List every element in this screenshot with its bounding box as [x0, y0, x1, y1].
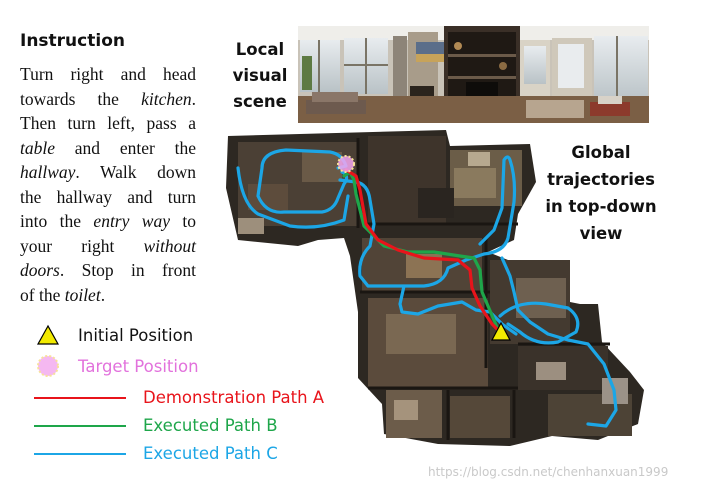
watermark: https://blog.csdn.net/chenhanxuan1999 [428, 465, 669, 479]
local-scene-label-line: visual [232, 66, 288, 85]
legend-symbols [34, 324, 126, 455]
legend-path-a-label: Demonstration Path A [143, 388, 325, 407]
local-scene-label: Local visual scene [226, 37, 294, 115]
legend-target-icon [37, 355, 59, 377]
legend: Initial Position Target Position Demonst… [30, 322, 350, 470]
instruction-line: Turn right and head [20, 64, 196, 84]
instruction-line: the hallway and turn [20, 186, 196, 207]
legend-initial-icon [36, 324, 60, 345]
top-down-map [226, 130, 644, 446]
initial-position-marker [491, 321, 511, 341]
executed-path-b [342, 170, 500, 332]
global-trajectories-label: Global trajectories in top-down view [537, 139, 665, 247]
instruction-line: doors. Stop in front [20, 260, 196, 280]
legend-path-b-label: Executed Path B [143, 416, 278, 435]
instruction-text: Turn right and head towards the kitchen. T… [20, 62, 196, 307]
global-label-line: Global [571, 143, 631, 162]
legend-path-c-label: Executed Path C [143, 444, 278, 463]
instruction-line: of the toilet. [20, 284, 106, 305]
local-scene-label-line: Local [235, 40, 285, 59]
global-label-line: in top-down [545, 197, 657, 216]
instruction-line: table and enter the [20, 137, 196, 158]
instruction-line: towards the kitchen. [20, 88, 196, 109]
target-position-marker [337, 155, 355, 173]
global-label-line: view [579, 224, 623, 243]
instruction-line: Then turn left, pass a [20, 113, 196, 133]
instruction-line: your right without [20, 235, 196, 256]
instruction-line: hallway. Walk down [20, 162, 196, 182]
instruction-line: into the entry way to [20, 211, 196, 231]
executed-path-c [236, 148, 618, 428]
demonstration-path-a [344, 168, 502, 334]
local-scene-label-line: scene [233, 92, 287, 111]
legend-target-label: Target Position [78, 357, 199, 376]
panorama-image [298, 26, 649, 123]
global-label-line: trajectories [547, 170, 655, 189]
instruction-title: Instruction [20, 31, 125, 51]
legend-initial-label: Initial Position [78, 326, 194, 345]
